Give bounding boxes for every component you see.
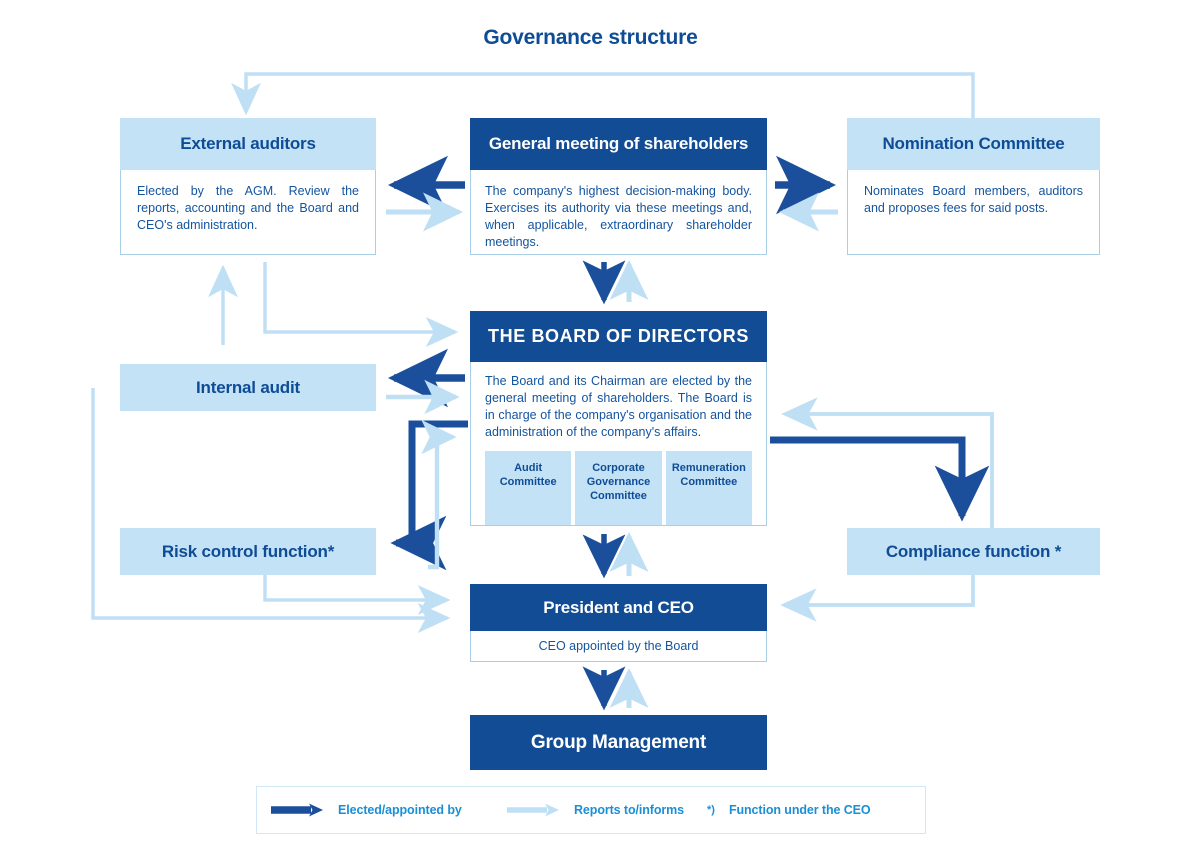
board-body-text: The Board and its Chairman are elected b… bbox=[485, 374, 752, 439]
committee-audit[interactable]: Audit Committee bbox=[485, 451, 572, 525]
node-board-of-directors[interactable]: THE BOARD OF DIRECTORS The Board and its… bbox=[470, 311, 767, 526]
president-ceo-title: President and CEO bbox=[470, 584, 767, 631]
wire-general-meeting-external-auditors bbox=[386, 155, 465, 232]
nomination-committee-body-text: Nominates Board members, auditors and pr… bbox=[864, 184, 1083, 215]
wire-general-meeting-board bbox=[582, 259, 649, 305]
legend-label-function: Function under the CEO bbox=[728, 803, 871, 817]
wire-board-to-compliance bbox=[770, 436, 990, 522]
wire-board-to-risk-control bbox=[390, 420, 468, 571]
node-group-management[interactable]: Group Management bbox=[470, 715, 767, 770]
node-risk-control-function[interactable]: Risk control function* bbox=[120, 528, 376, 575]
legend-item-function-under-ceo: *) Function under the CEO bbox=[707, 787, 871, 833]
legend-item-reports-to-informs: Reports to/informs bbox=[505, 787, 684, 833]
committee-remuneration[interactable]: Remuneration Committee bbox=[665, 451, 752, 525]
page-title: Governance structure bbox=[483, 26, 698, 49]
footnote-marker: *) bbox=[707, 804, 715, 816]
node-general-meeting-of-shareholders[interactable]: General meeting of shareholders The comp… bbox=[470, 118, 767, 255]
internal-audit-title: Internal audit bbox=[120, 364, 376, 411]
node-compliance-function[interactable]: Compliance function * bbox=[847, 528, 1100, 575]
president-ceo-body-panel: CEO appointed by the Board bbox=[470, 631, 767, 662]
node-internal-audit[interactable]: Internal audit bbox=[120, 364, 376, 411]
board-committee-row: Audit Committee Corporate Governance Com… bbox=[485, 451, 752, 525]
external-auditors-body-panel: Elected by the AGM. Review the reports, … bbox=[120, 170, 376, 255]
wire-internal-audit-to-president bbox=[91, 388, 451, 633]
node-external-auditors[interactable]: External auditors Elected by the AGM. Re… bbox=[120, 118, 376, 255]
compliance-title: Compliance function * bbox=[847, 528, 1100, 575]
risk-control-title: Risk control function* bbox=[120, 528, 376, 575]
group-management-title: Group Management bbox=[470, 715, 767, 770]
wire-compliance-to-board bbox=[781, 397, 994, 528]
wire-risk-control-to-president bbox=[263, 575, 451, 615]
node-president-and-ceo[interactable]: President and CEO CEO appointed by the B… bbox=[470, 584, 767, 662]
legend-label-reports: Reports to/informs bbox=[574, 803, 685, 817]
wire-left-rail-to-board bbox=[263, 262, 459, 347]
dark-arrow-icon bbox=[271, 803, 323, 817]
nomination-committee-body-panel: Nominates Board members, auditors and pr… bbox=[847, 170, 1100, 255]
node-nomination-committee[interactable]: Nomination Committee Nominates Board mem… bbox=[847, 118, 1100, 255]
legend: Elected/appointed by Reports to/informs … bbox=[256, 786, 926, 834]
wire-compliance-to-president bbox=[780, 575, 975, 622]
wire-nomination-to-external-auditors bbox=[231, 72, 975, 118]
board-title: THE BOARD OF DIRECTORS bbox=[470, 311, 767, 362]
president-ceo-body-text: CEO appointed by the Board bbox=[538, 638, 699, 653]
general-meeting-body-text: The company's highest decision-making bo… bbox=[485, 184, 752, 249]
wire-risk-control-to-board bbox=[421, 419, 457, 570]
wire-general-meeting-nomination bbox=[775, 155, 838, 232]
external-auditors-title: External auditors bbox=[120, 118, 376, 170]
wire-board-president bbox=[582, 531, 649, 579]
legend-label-elected: Elected/appointed by bbox=[338, 803, 462, 817]
general-meeting-title: General meeting of shareholders bbox=[470, 118, 767, 170]
general-meeting-body-panel: The company's highest decision-making bo… bbox=[470, 170, 767, 255]
committee-corporate-governance[interactable]: Corporate Governance Committee bbox=[575, 451, 662, 525]
light-arrow-icon bbox=[507, 803, 559, 817]
nomination-committee-title: Nomination Committee bbox=[847, 118, 1100, 170]
wire-board-internal-audit bbox=[386, 348, 465, 415]
external-auditors-body-text: Elected by the AGM. Review the reports, … bbox=[137, 184, 359, 232]
wire-president-group-management bbox=[582, 666, 649, 711]
legend-item-elected-appointed-by: Elected/appointed by bbox=[269, 787, 462, 833]
board-body-panel: The Board and its Chairman are elected b… bbox=[470, 362, 767, 526]
